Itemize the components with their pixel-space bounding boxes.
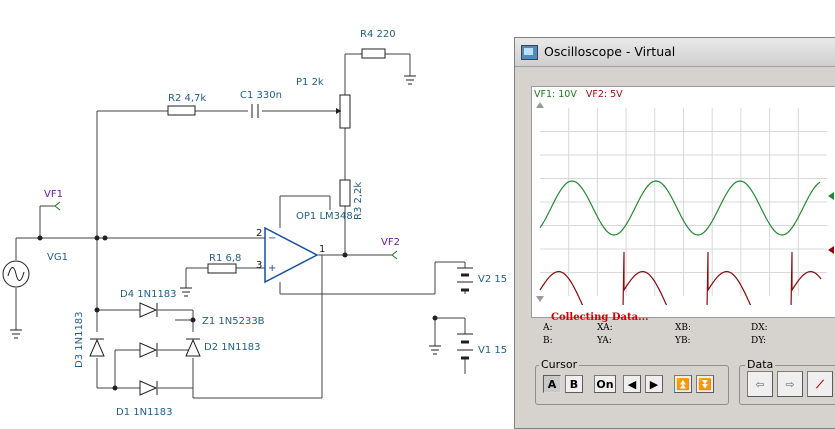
oscilloscope-window[interactable]: Oscilloscope - Virtual VF1: 10V VF2: 5V … xyxy=(514,37,835,429)
opamp-minus: − xyxy=(268,233,276,244)
vg1-label: VG1 xyxy=(47,252,68,263)
scope-plot xyxy=(536,102,834,305)
triangle-left-icon: ◀ xyxy=(627,378,637,391)
readout-a-label: A: xyxy=(543,323,553,333)
vf1-trace xyxy=(539,180,821,236)
cursor-down-button[interactable]: ⏬ xyxy=(696,375,714,393)
readout-xa-label: XA: xyxy=(597,323,613,333)
vf1-offset-marker[interactable] xyxy=(828,192,834,200)
vf1-probe[interactable] xyxy=(54,201,61,211)
data-group-title: Data xyxy=(745,358,776,371)
v2-battery[interactable] xyxy=(457,267,473,292)
r4-label: R4 220 xyxy=(360,29,396,40)
readout-b-label: B: xyxy=(543,336,553,346)
oscilloscope-icon xyxy=(521,45,538,60)
r2-resistor[interactable] xyxy=(167,105,196,116)
d5-diode[interactable] xyxy=(139,342,158,358)
r4-resistor[interactable] xyxy=(361,48,386,59)
readout-dy-label: DY: xyxy=(751,336,767,346)
pin2-label: 2 xyxy=(256,228,262,239)
vf2-probe[interactable] xyxy=(391,250,398,260)
d3-label: D3 1N1183 xyxy=(74,311,85,368)
d3-diode[interactable] xyxy=(89,338,105,357)
data-import-button[interactable]: ⇦ xyxy=(747,371,773,397)
scope-titlebar[interactable]: Oscilloscope - Virtual xyxy=(515,38,835,67)
readout-dx-label: DX: xyxy=(751,323,768,333)
vf2-offset-marker[interactable] xyxy=(828,246,834,254)
cursor-a-button[interactable]: A xyxy=(543,375,561,393)
double-up-icon: ⏫ xyxy=(676,378,690,391)
readout-yb-label: YB: xyxy=(675,336,691,346)
data-plot-button[interactable]: ⟋ xyxy=(807,371,833,397)
r3-label: R3 2,2k xyxy=(353,182,364,220)
vf1-scale: VF1: 10V xyxy=(534,89,577,100)
p1-label: P1 2k xyxy=(296,77,324,88)
cursor-b-button[interactable]: B xyxy=(565,375,583,393)
data-group xyxy=(739,365,835,405)
data-export-button[interactable]: ⇨ xyxy=(777,371,803,397)
r1-label: R1 6,8 xyxy=(209,253,241,264)
trigger-bottom-marker[interactable] xyxy=(536,296,544,302)
trigger-top-marker[interactable] xyxy=(536,102,544,108)
status-text: Collecting Data... xyxy=(551,312,649,323)
pin1-label: 1 xyxy=(319,244,325,255)
import-icon: ⇦ xyxy=(755,378,765,391)
d2-label: D2 1N1183 xyxy=(204,342,261,353)
readout-ya-label: YA: xyxy=(597,336,612,346)
trace-legend: VF1: 10V VF2: 5V xyxy=(534,89,623,100)
d2-diode[interactable] xyxy=(185,338,201,357)
r3-resistor[interactable] xyxy=(339,179,351,207)
op1-opamp[interactable] xyxy=(264,226,319,284)
p1-potentiometer[interactable] xyxy=(339,94,351,129)
scope-title: Oscilloscope - Virtual xyxy=(544,44,676,59)
readout-xb-label: XB: xyxy=(675,323,692,333)
triangle-right-icon: ▶ xyxy=(649,378,659,391)
cursor-group-title: Cursor xyxy=(539,358,580,371)
circuit-schematic: R4 220 P1 2k R2 4,7k C1 330n R3 2,2k VF1… xyxy=(2,29,507,418)
double-down-icon: ⏬ xyxy=(698,378,712,391)
plot-icon: ⟋ xyxy=(816,378,824,391)
cursor-group xyxy=(535,365,729,405)
c1-label: C1 330n xyxy=(240,90,282,101)
d4-diode[interactable] xyxy=(139,302,158,318)
z1-label: Z1 1N5233B xyxy=(202,316,265,327)
pin3-label: 3 xyxy=(256,260,262,271)
vf2-scale: VF2: 5V xyxy=(585,89,623,100)
d4-label: D4 1N1183 xyxy=(120,289,177,300)
r2-label: R2 4,7k xyxy=(168,93,206,104)
opamp-plus: + xyxy=(268,263,276,274)
vf2-trace xyxy=(539,251,822,305)
c1-capacitor[interactable] xyxy=(251,104,259,118)
cursor-left-button[interactable]: ◀ xyxy=(623,375,641,393)
vf1-label: VF1 xyxy=(44,189,63,200)
r1-resistor[interactable] xyxy=(207,263,237,274)
vg1-source[interactable] xyxy=(2,260,30,288)
v1-label: V1 15 xyxy=(478,345,507,356)
d1-diode[interactable] xyxy=(139,380,158,396)
export-icon: ⇨ xyxy=(785,378,795,391)
vf2-label: VF2 xyxy=(381,237,400,248)
cursor-right-button[interactable]: ▶ xyxy=(645,375,663,393)
cursor-on-button[interactable]: On xyxy=(594,375,616,393)
cursor-up-button[interactable]: ⏫ xyxy=(674,375,692,393)
v2-label: V2 15 xyxy=(478,274,507,285)
v1-battery[interactable] xyxy=(457,333,473,360)
d1-label: D1 1N1183 xyxy=(116,407,173,418)
op1-label: OP1 LM348 xyxy=(296,211,353,222)
